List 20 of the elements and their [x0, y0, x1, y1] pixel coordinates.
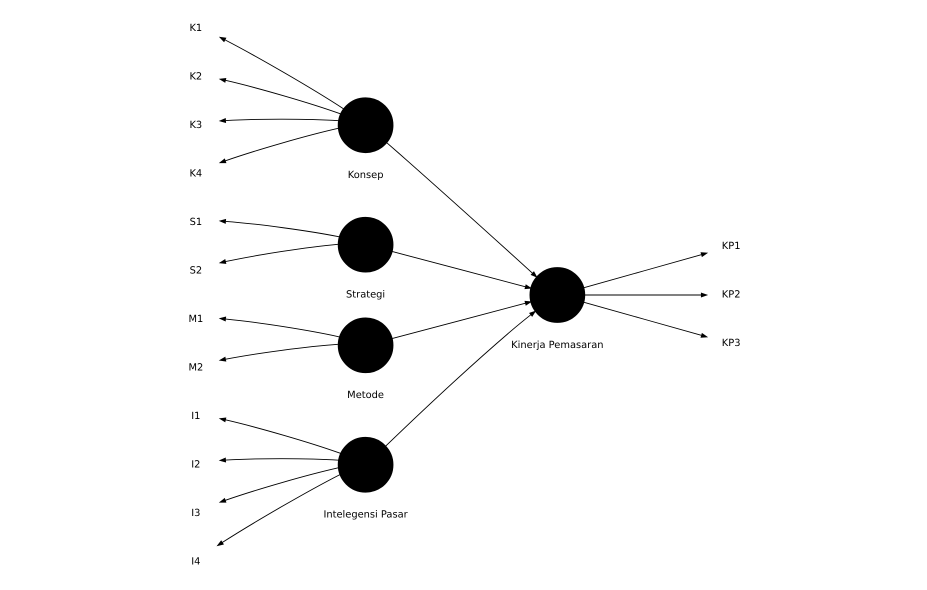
node-text: S1 — [190, 216, 202, 228]
node-text: K3 — [189, 120, 202, 131]
node-text: M2 — [188, 362, 204, 374]
node-text: KP1 — [722, 241, 740, 252]
node-text: K2 — [189, 71, 202, 82]
node-text: M1 — [188, 314, 204, 325]
node-text: KP3 — [722, 338, 740, 350]
node-text: I1 — [191, 410, 200, 422]
node-text: K1 — [189, 22, 202, 34]
node-text: I3 — [191, 508, 200, 519]
node-text: S2 — [190, 265, 202, 276]
node-label: Konsep — [348, 170, 384, 182]
node-text: I4 — [191, 556, 200, 568]
node-label: Intelegensi Pasar — [323, 510, 408, 521]
node-label: Strategi — [346, 290, 386, 301]
node-text: KP2 — [722, 290, 740, 301]
node-text: I2 — [191, 459, 200, 470]
node-label: Kinerja Pemasaran — [511, 340, 604, 351]
node-text: K4 — [189, 168, 202, 180]
node-label: Metode — [347, 390, 384, 402]
